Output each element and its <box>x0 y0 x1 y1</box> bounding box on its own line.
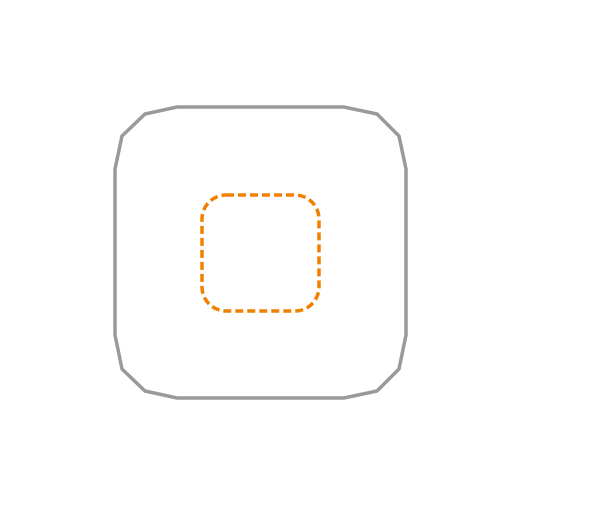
inner-rounded-square <box>200 193 321 313</box>
outer-rounded-square <box>113 105 408 400</box>
